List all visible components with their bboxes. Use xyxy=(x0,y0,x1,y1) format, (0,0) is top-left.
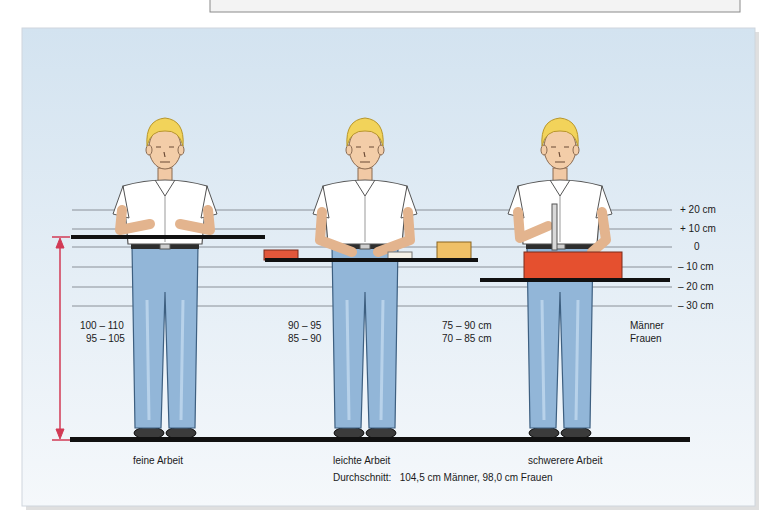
workbench xyxy=(265,258,478,262)
group-label: Männer xyxy=(630,320,664,332)
group-label: Frauen xyxy=(630,333,662,345)
height-range: 90 – 95 xyxy=(288,320,321,332)
chisel xyxy=(552,204,557,250)
work-type-label: schwerere Arbeit xyxy=(528,455,602,467)
arm xyxy=(320,212,352,252)
dimension-tick xyxy=(52,236,70,238)
arm xyxy=(120,210,150,230)
scale-label: + 20 cm xyxy=(680,204,716,216)
arm xyxy=(592,212,606,252)
work-type-label: leichte Arbeit xyxy=(333,455,390,467)
scale-label: – 20 cm xyxy=(678,281,714,293)
worker-figure xyxy=(113,118,217,439)
dimension-line xyxy=(59,241,61,436)
scale-label: 0 xyxy=(694,241,700,253)
workbench xyxy=(480,278,670,282)
arm xyxy=(518,212,548,238)
scale-label: + 10 cm xyxy=(680,223,716,235)
arm xyxy=(180,210,210,230)
workbench xyxy=(71,235,265,239)
scale-label: – 10 cm xyxy=(678,261,714,273)
height-range: 85 – 90 xyxy=(288,333,321,345)
frame-bar xyxy=(210,0,740,12)
arrow-head xyxy=(56,238,64,248)
work-type-label: feine Arbeit xyxy=(133,455,183,467)
workpiece xyxy=(437,242,471,260)
height-range: 75 – 90 cm xyxy=(442,320,491,332)
arms xyxy=(120,210,606,252)
average-note: Durchschnitt: 104,5 cm Männer, 98,0 cm F… xyxy=(333,472,553,484)
workpiece xyxy=(524,252,622,280)
floor xyxy=(70,437,690,442)
card xyxy=(22,28,755,506)
height-range: 95 – 105 xyxy=(86,333,125,345)
arm xyxy=(378,212,410,252)
dimension-arrow xyxy=(52,237,70,440)
scale-label: – 30 cm xyxy=(678,300,714,312)
height-range: 100 – 110 xyxy=(80,320,124,332)
dimension-tick xyxy=(52,439,70,441)
arrow-head xyxy=(56,429,64,439)
worker-figure xyxy=(313,118,417,439)
height-range: 70 – 85 cm xyxy=(442,333,491,345)
